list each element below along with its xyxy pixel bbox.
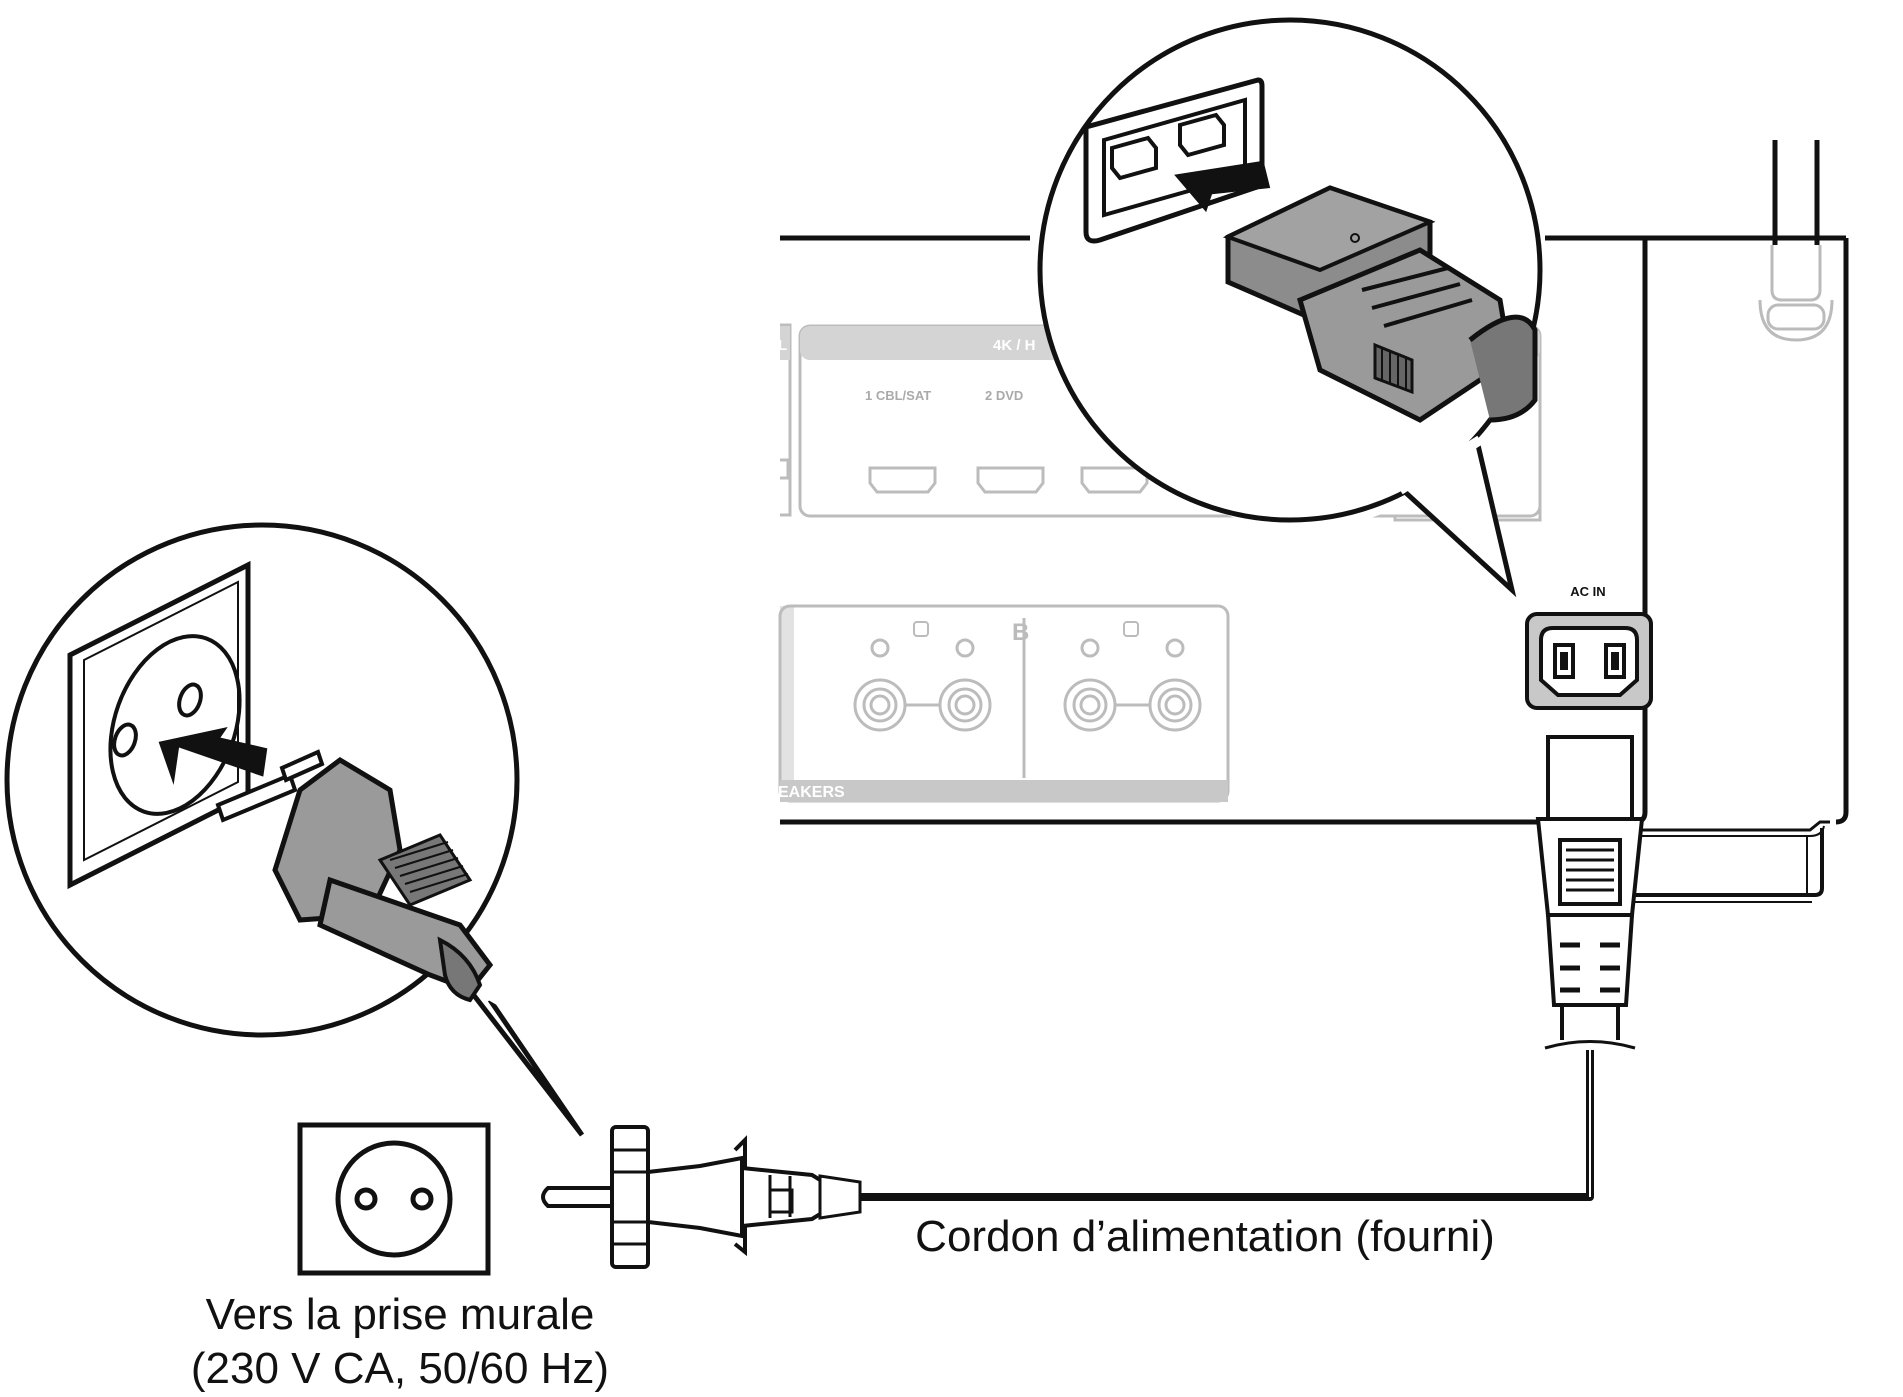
wall-zoom-bubble [4,522,585,1137]
left-fragment-label: L [778,337,787,354]
hdmi-port-icon [1080,466,1149,494]
hdmi-group-label: 4K / H [993,337,1036,354]
insert-arrow-icon [158,727,268,785]
ac-in-label: AC IN [1570,584,1605,599]
wall-outlet-caption-line1: Vers la prise murale [205,1290,595,1339]
antenna-icon [1758,140,1834,342]
hdmi-input-2-label: 2 DVD [985,388,1023,403]
speakers-label: EAKERS [778,784,845,801]
speaker-terminal-section: EAKERS B [778,604,1230,803]
power-cord-caption: Cordon d’alimentation (fourni) [915,1212,1495,1261]
hdmi-input-1-label: 1 CBL/SAT [865,388,931,403]
wall-socket-icon [297,1122,491,1276]
iec-plug-zoomed-icon [1222,185,1538,423]
hdmi-port-icon [868,466,937,494]
ac-in-inlet: AC IN [1525,584,1653,710]
speaker-terminal-icon [853,638,1202,732]
wall-outlet-caption-line2: (230 V CA, 50/60 Hz) [190,1344,610,1393]
iec-connector-icon [1535,735,1645,1050]
speaker-group-b-label: B [1012,619,1029,646]
wall-outlet-caption: Vers la prise murale (230 V CA, 50/60 Hz… [120,1288,680,1396]
insert-arrow-icon [1174,160,1271,213]
inlet-zoom-bubble [1037,17,1543,598]
hdmi-port-icon [976,466,1045,494]
power-cord [851,1050,1594,1213]
euro-plug-zoomed-icon [272,756,494,1003]
euro-plug-icon [541,1125,862,1269]
